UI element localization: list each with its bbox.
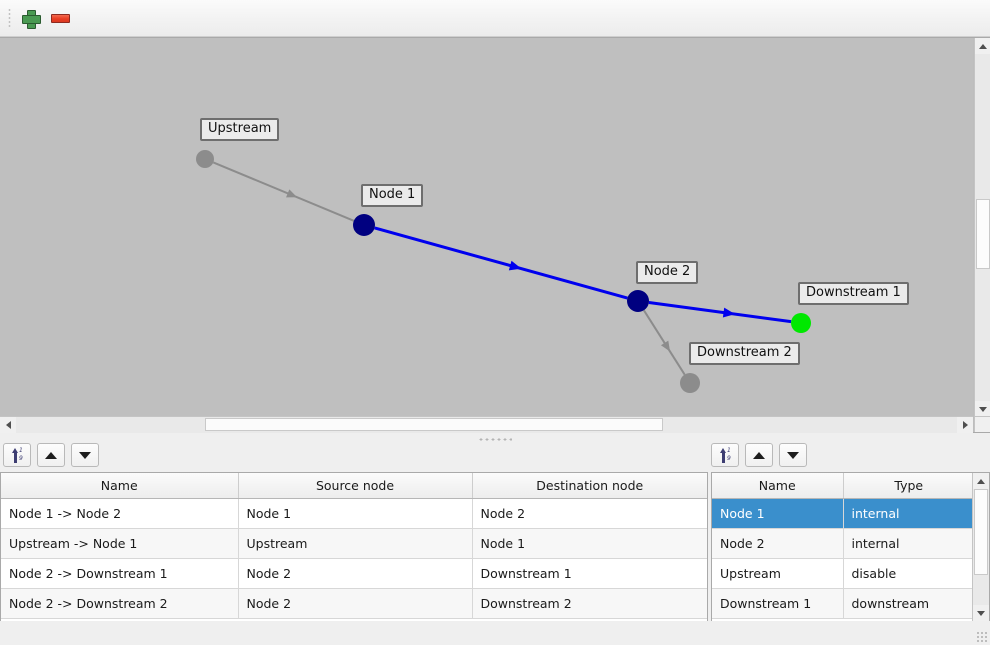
nodes-scroll-up-button[interactable]	[973, 473, 989, 489]
node-label-downstream2[interactable]: Downstream 2	[689, 342, 800, 365]
minus-icon	[50, 13, 70, 23]
nodes-table-cell[interactable]: internal	[843, 528, 974, 559]
status-bar	[0, 621, 990, 645]
graph-edge[interactable]	[643, 309, 686, 376]
links-table-cell[interactable]: Node 2	[238, 588, 473, 619]
graph-edge[interactable]	[648, 300, 792, 324]
graph-node-upstream[interactable]	[196, 150, 214, 168]
plus-icon	[21, 9, 41, 29]
nodes-table-cell[interactable]: internal	[843, 498, 974, 529]
edge-arrow-icon	[508, 260, 522, 271]
links-table-column-header[interactable]: Source node	[238, 473, 473, 499]
horizontal-splitter[interactable]	[0, 433, 990, 444]
nodes-scroll-thumb[interactable]	[974, 489, 988, 575]
links-table-cell[interactable]: Node 2	[238, 558, 473, 589]
graph-edge[interactable]	[374, 226, 628, 300]
scroll-left-button[interactable]	[0, 417, 16, 433]
graph-node-node1[interactable]	[353, 214, 375, 236]
splitter-grip	[478, 438, 512, 441]
arrow-down-icon	[787, 451, 799, 459]
links-table-cell[interactable]: Upstream -> Node 1	[1, 528, 239, 559]
node-label-node2[interactable]: Node 2	[636, 261, 699, 284]
links-table-cell[interactable]: Downstream 2	[472, 588, 707, 619]
vertical-scroll-track[interactable]	[975, 54, 990, 401]
nodes-move-up-button[interactable]	[745, 443, 773, 467]
links-table-cell[interactable]: Upstream	[238, 528, 473, 559]
arrow-down-icon	[79, 451, 91, 459]
links-table-column-header[interactable]: Name	[1, 473, 239, 499]
links-table-cell[interactable]: Node 2 -> Downstream 2	[1, 588, 239, 619]
nodes-table-cell[interactable]: Node 1	[712, 498, 844, 529]
nodes-table-cell[interactable]: Node 2	[712, 528, 844, 559]
links-table-cell[interactable]: Node 1 -> Node 2	[1, 498, 239, 529]
horizontal-scroll-thumb[interactable]	[205, 418, 663, 431]
horizontal-scroll-track[interactable]	[16, 417, 957, 433]
graph-edge[interactable]	[212, 161, 355, 222]
nodes-table-cell[interactable]: disable	[843, 558, 974, 589]
graph-node-downstream2[interactable]	[680, 373, 700, 393]
nodes-table-scrollbar[interactable]	[972, 473, 989, 621]
nodes-table-cell[interactable]: downstream	[843, 588, 974, 619]
links-table-cell[interactable]: Node 2	[472, 498, 707, 529]
links-move-up-button[interactable]	[37, 443, 65, 467]
node-label-node1[interactable]: Node 1	[361, 184, 424, 207]
nodes-move-down-button[interactable]	[779, 443, 807, 467]
links-table-cell[interactable]: Downstream 1	[472, 558, 707, 589]
graph-drawing	[196, 150, 811, 393]
edge-arrow-icon	[722, 307, 736, 318]
links-table-column-header[interactable]: Destination node	[472, 473, 707, 499]
edge-arrow-icon	[286, 189, 298, 198]
nodes-scroll-down-button[interactable]	[973, 605, 989, 621]
edge-arrow-icon	[660, 340, 671, 352]
arrow-up-icon	[45, 451, 57, 459]
scroll-down-button[interactable]	[975, 401, 990, 417]
links-table-cell[interactable]: Node 1	[238, 498, 473, 529]
main-toolbar	[0, 0, 990, 37]
graph-horizontal-scrollbar[interactable]	[0, 416, 973, 433]
arrow-up-icon	[753, 451, 765, 459]
nodes-table-column-header[interactable]: Name	[712, 473, 844, 499]
scrollbar-corner	[974, 416, 990, 432]
links-move-down-button[interactable]	[71, 443, 99, 467]
graph-vertical-scrollbar[interactable]	[974, 38, 990, 417]
vertical-scroll-thumb[interactable]	[976, 199, 990, 269]
nodes-table-cell[interactable]: Upstream	[712, 558, 844, 589]
graph-node-downstream1[interactable]	[791, 313, 811, 333]
node-label-upstream[interactable]: Upstream	[200, 118, 280, 141]
scroll-up-button[interactable]	[975, 38, 990, 54]
nodes-scroll-track[interactable]	[973, 489, 989, 605]
graph-node-node2[interactable]	[627, 290, 649, 312]
scroll-right-button[interactable]	[957, 417, 973, 433]
resize-grip[interactable]	[976, 631, 988, 643]
links-table-cell[interactable]: Node 1	[472, 528, 707, 559]
remove-node-button[interactable]	[45, 3, 75, 33]
nodes-table-cell[interactable]: Downstream 1	[712, 588, 844, 619]
add-node-button[interactable]	[15, 3, 45, 33]
toolbar-drag-handle[interactable]	[3, 5, 15, 31]
links-table-cell[interactable]: Node 2 -> Downstream 1	[1, 558, 239, 589]
node-label-downstream1[interactable]: Downstream 1	[798, 282, 909, 305]
nodes-table-column-header[interactable]: Type	[843, 473, 974, 499]
